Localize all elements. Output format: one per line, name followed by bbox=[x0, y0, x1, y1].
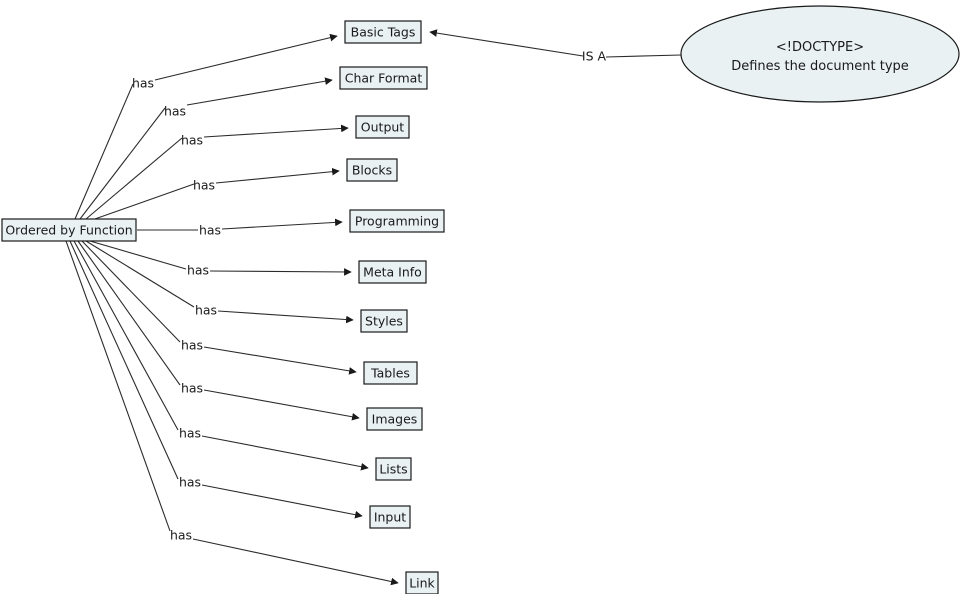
edge-segment-out bbox=[217, 310, 354, 324]
node-doctype[interactable]: <!DOCTYPE> Defines the document type bbox=[680, 5, 960, 103]
edge-ordered-by-function-to-basic-tags: has bbox=[74, 33, 338, 220]
node-label: Char Format bbox=[345, 71, 423, 86]
node-rect[interactable] bbox=[375, 457, 412, 481]
edge-label-has: has bbox=[181, 133, 203, 148]
node-label: Blocks bbox=[352, 163, 392, 178]
edge-ordered-by-function-to-images: has bbox=[77, 240, 360, 421]
node-label-line1: <!DOCTYPE> bbox=[776, 40, 864, 55]
edge-segment-in bbox=[81, 240, 181, 343]
node-label: Lists bbox=[379, 462, 407, 477]
edge-segment-out bbox=[209, 268, 352, 276]
edge-segment-out bbox=[215, 167, 340, 184]
edge-segment-out bbox=[203, 346, 357, 375]
node-label: Output bbox=[361, 120, 405, 135]
node-basic-tags[interactable]: Basic Tags bbox=[344, 20, 422, 44]
node-rect[interactable] bbox=[405, 571, 439, 594]
node-blocks[interactable]: Blocks bbox=[346, 158, 398, 182]
node-rect[interactable] bbox=[358, 260, 427, 284]
edge-segment-out bbox=[221, 218, 343, 230]
edge-ordered-by-function-to-output: has bbox=[85, 124, 349, 220]
node-rect[interactable] bbox=[369, 505, 411, 529]
edge-segment-in bbox=[91, 183, 195, 221]
edge-label-has: has bbox=[181, 381, 203, 396]
edge-ordered-by-function-to-blocks: has bbox=[91, 167, 340, 221]
node-rect[interactable] bbox=[344, 20, 422, 44]
edge-ordered-by-function-to-link: has bbox=[65, 240, 399, 586]
node-rect[interactable] bbox=[1, 218, 137, 242]
node-link[interactable]: Link bbox=[405, 571, 439, 594]
node-label: Ordered by Function bbox=[5, 223, 132, 238]
edge-segment-out bbox=[203, 124, 349, 138]
edge-segment-in bbox=[77, 240, 181, 386]
node-output[interactable]: Output bbox=[355, 115, 410, 139]
edge-label-has: has bbox=[199, 223, 221, 238]
node-label: Tables bbox=[370, 366, 410, 381]
node-images[interactable]: Images bbox=[366, 407, 423, 431]
edge-label-has: has bbox=[181, 338, 203, 353]
edge-label-has: has bbox=[132, 76, 154, 91]
edge-group: has has has has bbox=[65, 29, 682, 586]
node-rect[interactable] bbox=[360, 309, 408, 333]
edge-segment-in bbox=[65, 240, 171, 532]
edge-segment-in bbox=[85, 137, 183, 220]
node-label: Programming bbox=[355, 214, 439, 229]
node-rect[interactable] bbox=[355, 115, 410, 139]
edge-segment-out bbox=[429, 29, 584, 57]
edge-segment-out bbox=[201, 435, 369, 471]
edge-ordered-by-function-to-lists: has bbox=[73, 240, 369, 471]
node-rect[interactable] bbox=[346, 158, 398, 182]
edge-label-has: has bbox=[179, 475, 201, 490]
edge-label-has: has bbox=[164, 104, 186, 119]
edge-ordered-by-function-to-styles: has bbox=[85, 240, 354, 324]
edge-ordered-by-function-to-programming: has bbox=[137, 218, 343, 238]
node-rect[interactable] bbox=[349, 209, 445, 233]
node-rect[interactable] bbox=[339, 66, 428, 90]
node-label: Styles bbox=[365, 314, 403, 329]
edge-label-has: has bbox=[193, 178, 215, 193]
edge-ordered-by-function-to-meta-info: has bbox=[89, 240, 352, 278]
edge-segment-out bbox=[192, 538, 399, 586]
node-label: Meta Info bbox=[363, 265, 422, 280]
node-label-line2: Defines the document type bbox=[731, 59, 909, 74]
node-meta-info[interactable]: Meta Info bbox=[358, 260, 427, 284]
edge-segment-in bbox=[79, 107, 166, 220]
node-lists[interactable]: Lists bbox=[375, 457, 412, 481]
node-input[interactable]: Input bbox=[369, 505, 411, 529]
edge-label-is-a: IS A bbox=[582, 49, 607, 64]
edge-ordered-by-function-to-tables: has bbox=[81, 240, 357, 375]
edge-segment-in bbox=[69, 240, 179, 480]
edge-label-has: has bbox=[170, 528, 192, 543]
node-char-format[interactable]: Char Format bbox=[339, 66, 428, 90]
node-label: Basic Tags bbox=[351, 25, 416, 40]
node-rect[interactable] bbox=[366, 407, 423, 431]
edge-segment-in bbox=[89, 240, 187, 270]
node-styles[interactable]: Styles bbox=[360, 309, 408, 333]
edge-doctype-to-basic-tags: IS A bbox=[429, 29, 682, 64]
node-label: Input bbox=[374, 510, 406, 525]
node-label: Link bbox=[409, 576, 435, 591]
node-ordered-by-function[interactable]: Ordered by Function bbox=[1, 218, 137, 242]
edge-segment-out bbox=[186, 77, 333, 106]
edge-segment-out bbox=[203, 389, 360, 421]
edge-segment-in bbox=[74, 83, 134, 220]
edge-segment-in bbox=[605, 54, 682, 58]
node-rect[interactable] bbox=[363, 361, 418, 385]
edge-label-has: has bbox=[179, 426, 201, 441]
edge-ordered-by-function-to-char-format: has bbox=[79, 77, 333, 220]
edge-segment-out bbox=[154, 33, 338, 81]
node-programming[interactable]: Programming bbox=[349, 209, 445, 233]
edge-ordered-by-function-to-input: has bbox=[69, 240, 363, 519]
node-ellipse[interactable] bbox=[680, 5, 960, 103]
node-tables[interactable]: Tables bbox=[363, 361, 418, 385]
edge-label-has: has bbox=[187, 263, 209, 278]
edge-segment-in bbox=[85, 240, 195, 308]
node-label: Images bbox=[372, 412, 418, 427]
edge-label-has: has bbox=[195, 303, 217, 318]
edge-segment-out bbox=[201, 484, 363, 519]
edge-segment-in bbox=[73, 240, 179, 431]
